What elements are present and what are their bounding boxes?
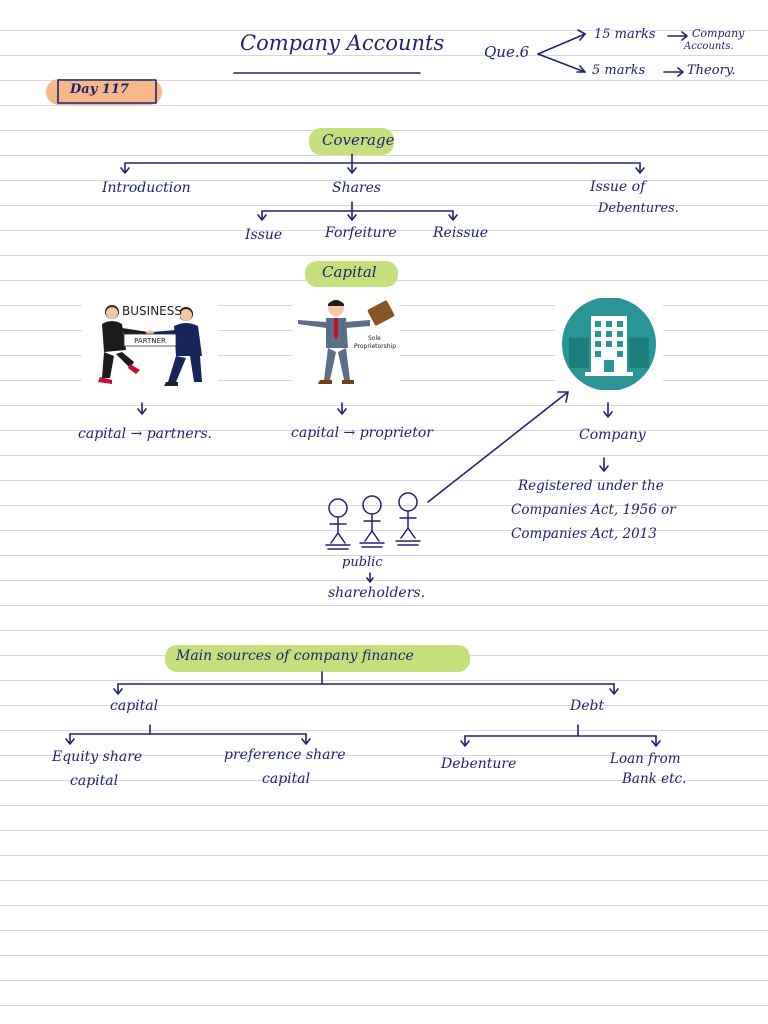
day-highlight: [46, 79, 162, 105]
equity-share-line-1: Equity share: [52, 749, 143, 765]
question-label: Que.6: [484, 43, 530, 61]
public-label: public: [342, 555, 383, 570]
finance-debt: Debt: [570, 698, 605, 714]
finance-capital: capital: [110, 698, 159, 714]
marks-15: 15 marks: [594, 27, 656, 42]
capital-partners-label: capital → partners.: [78, 426, 212, 442]
marks-15-target-2: Accounts.: [684, 41, 734, 52]
capital-heading: Capital: [322, 263, 377, 281]
preference-share-line-1: preference share: [224, 747, 346, 763]
loan-line-1: Loan from: [610, 751, 681, 767]
coverage-introduction: Introduction: [102, 180, 191, 196]
shares-reissue: Reissue: [433, 225, 488, 241]
company-label: Company: [579, 427, 646, 443]
equity-share-line-2: capital: [70, 773, 119, 789]
svg-text:BUSINESS: BUSINESS: [122, 304, 182, 318]
company-desc-line-3: Companies Act, 2013: [511, 526, 657, 542]
capital-proprietor-label: capital → proprietor: [291, 425, 433, 441]
stick-figures-icon: [325, 492, 421, 550]
finance-heading: Main sources of company finance: [176, 648, 414, 664]
marks-5: 5 marks: [592, 63, 646, 78]
svg-text:Sole: Sole: [368, 335, 381, 342]
finance-highlight: [165, 645, 470, 672]
coverage-issue-of: Issue of: [590, 179, 646, 195]
marks-15-target-1: Company: [692, 27, 745, 40]
preference-share-line-2: capital: [262, 771, 311, 787]
svg-text:Proprietorship: Proprietorship: [354, 343, 396, 350]
capital-highlight: [305, 261, 398, 287]
company-desc-line-1: Registered under the: [518, 478, 664, 494]
day-label: Day 117: [70, 82, 129, 97]
loan-line-2: Bank etc.: [622, 771, 687, 787]
svg-text:PARTNER: PARTNER: [134, 337, 166, 345]
page-title: Company Accounts: [240, 31, 445, 55]
shares-forfeiture: Forfeiture: [325, 225, 397, 241]
business-partner-image: BUSINESS PARTNER: [82, 298, 218, 390]
shareholders-label: shareholders.: [328, 585, 426, 601]
debenture-label: Debenture: [441, 756, 517, 772]
coverage-highlight: [309, 128, 394, 155]
coverage-shares: Shares: [332, 180, 382, 196]
marks-5-target: Theory.: [687, 63, 736, 78]
company-desc-line-2: Companies Act, 1956 or: [511, 502, 676, 518]
company-building-icon: [555, 297, 663, 391]
coverage-heading: Coverage: [322, 131, 395, 149]
coverage-debentures: Debentures.: [598, 201, 679, 216]
shares-issue: Issue: [245, 227, 283, 243]
sole-proprietor-image: Sole Proprietorship: [292, 296, 400, 390]
